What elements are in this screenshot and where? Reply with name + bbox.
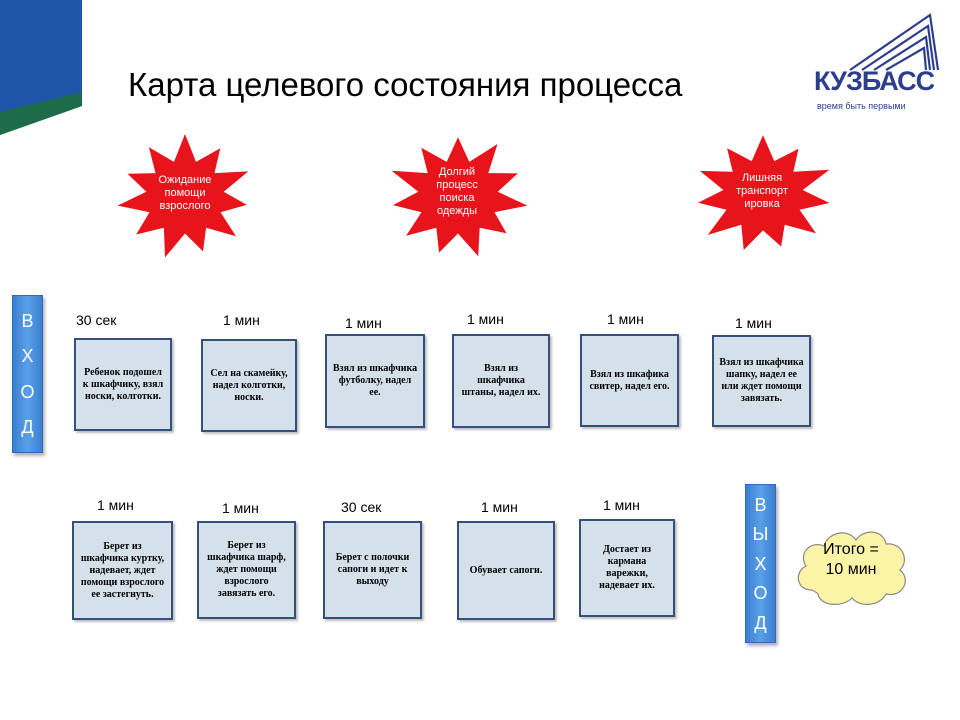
exit-letter: Д bbox=[754, 612, 767, 633]
kuzbass-logo-icon bbox=[849, 13, 940, 71]
step-time: 1 мин bbox=[467, 311, 504, 327]
logo-tagline: время быть первыми bbox=[817, 101, 906, 111]
total-cloud bbox=[797, 531, 906, 605]
step-time: 1 мин bbox=[603, 497, 640, 513]
step-time: 1 мин bbox=[607, 311, 644, 327]
exit-letter: Ы bbox=[752, 524, 769, 544]
process-step: Взял из шкафчика шапку, надел ее или жде… bbox=[712, 335, 811, 427]
process-step: Сел на скамейку, надел колготки, носки. bbox=[201, 339, 297, 432]
step-time: 30 сек bbox=[76, 312, 117, 328]
entry-letter: Х bbox=[21, 346, 34, 367]
problem-star bbox=[698, 135, 830, 250]
step-time: 1 мин bbox=[97, 497, 134, 513]
process-step: Берет из шкафчика шарф, ждет помощи взро… bbox=[197, 521, 296, 619]
problem-label: Ожидание помощи взрослого bbox=[158, 174, 212, 212]
entry-letter: В bbox=[21, 311, 34, 332]
process-step: Взял из шкафчика штаны, надел их. bbox=[452, 334, 550, 428]
exit-letter: О bbox=[753, 583, 768, 603]
exit-letter: В bbox=[754, 494, 767, 515]
problem-label: Лишняя транспорт ировка bbox=[736, 172, 788, 210]
step-time: 30 сек bbox=[341, 499, 382, 515]
exit-letter: Х bbox=[754, 553, 767, 574]
page-title: Карта целевого состояния процесса bbox=[128, 66, 683, 103]
entry-letter: О bbox=[20, 381, 35, 402]
total-line2: 10 мин bbox=[825, 561, 877, 578]
logo-text: КУЗБАСС bbox=[814, 66, 935, 96]
process-step: Взял из шкафика свитер, надел его. bbox=[580, 334, 679, 427]
process-step: Ребенок подошел к шкафчику, взял носки, … bbox=[74, 338, 172, 431]
problem-star bbox=[391, 137, 528, 257]
process-step: Берет из шкафчика куртку, надевает, ждет… bbox=[72, 521, 173, 620]
process-step: Достает из кармана варежки, надевает их. bbox=[579, 519, 675, 617]
total-label: Итого = 10 мин bbox=[790, 540, 912, 580]
step-time: 1 мин bbox=[222, 500, 259, 516]
entry-letter: Д bbox=[21, 416, 34, 437]
step-time: 1 мин bbox=[223, 312, 260, 328]
exit-box: В Ы Х О Д bbox=[745, 484, 776, 643]
step-time: 1 мин bbox=[735, 315, 772, 331]
entry-box: В Х О Д bbox=[12, 295, 43, 453]
process-step: Берет с полочки сапоги и идет к выходу bbox=[323, 521, 422, 619]
problem-star bbox=[117, 134, 249, 258]
problem-label: Долгий процесс поиска одежды bbox=[436, 166, 478, 217]
process-step: Обувает сапоги. bbox=[457, 521, 555, 620]
corner-decoration bbox=[0, 0, 82, 135]
process-step: Взял из шкафчика футболку, надел ее. bbox=[325, 334, 425, 428]
step-time: 1 мин bbox=[481, 499, 518, 515]
step-time: 1 мин bbox=[345, 315, 382, 331]
total-line1: Итого = bbox=[823, 541, 879, 558]
